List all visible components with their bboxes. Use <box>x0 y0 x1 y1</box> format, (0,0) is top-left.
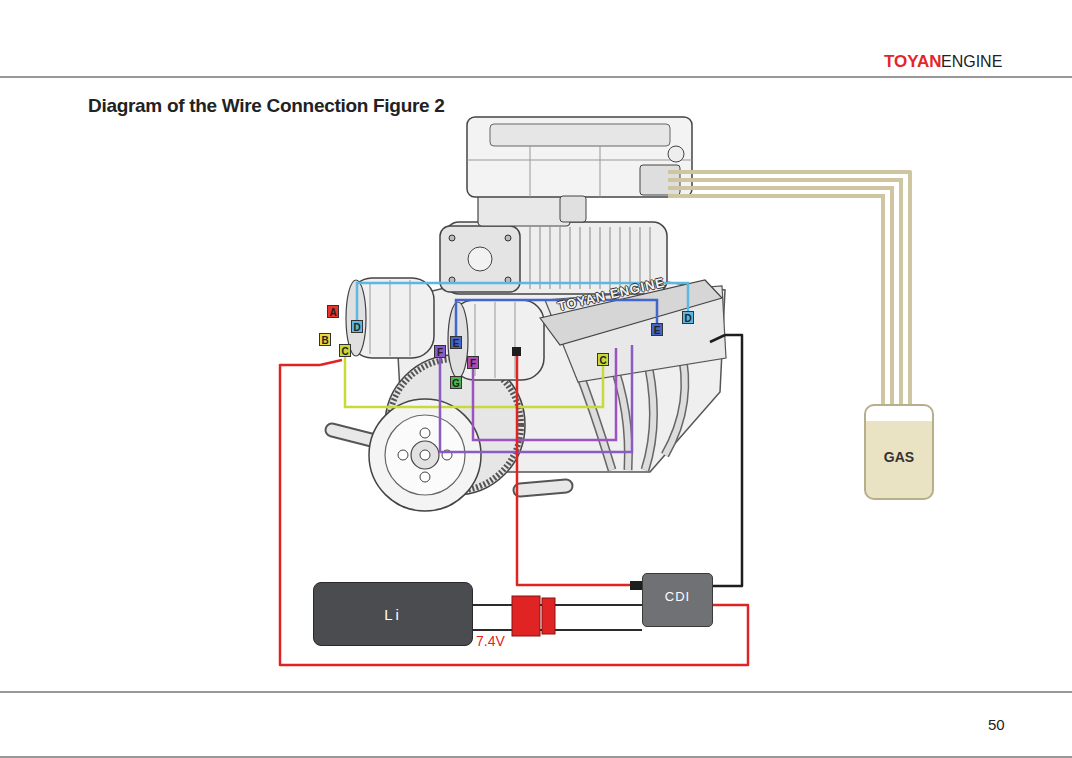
engine-illustration <box>332 117 726 511</box>
bolt <box>449 235 455 241</box>
connector-tag: C <box>339 344 351 357</box>
battery-wire <box>473 629 642 631</box>
supercharger-rib <box>530 227 531 289</box>
footer-rule <box>0 757 1072 758</box>
node-label: Li <box>384 606 402 623</box>
supercharger-rib <box>600 227 601 289</box>
pulley-face <box>385 415 465 495</box>
supercharger-rib <box>560 227 561 289</box>
plate-lettering: TOYAN ENGINE <box>556 275 666 314</box>
fuel-line <box>668 196 883 404</box>
brand-mark: TOYAN <box>884 52 942 72</box>
ground-wire <box>713 335 742 586</box>
exhaust-pipe <box>520 486 566 490</box>
head-fin <box>390 280 391 356</box>
supercharger-rib <box>590 227 591 289</box>
page-number: 50 <box>988 716 1005 733</box>
connector-tag: E <box>651 323 663 336</box>
power-wire <box>280 365 748 665</box>
pulley-hole <box>420 428 430 438</box>
head-cover <box>448 302 468 378</box>
intake-lid <box>490 124 670 146</box>
intake-line <box>530 146 531 197</box>
supercharger-rib <box>540 227 541 289</box>
signal-wire <box>440 345 632 452</box>
connector-tag: G <box>450 376 462 389</box>
supercharger-rib <box>570 227 571 289</box>
intake-line <box>467 160 692 161</box>
bolt <box>505 235 511 241</box>
pulley-bore <box>420 450 430 460</box>
wire-tails <box>320 172 901 630</box>
power-wire <box>517 560 642 585</box>
battery-connector <box>512 596 540 636</box>
air-intake <box>467 117 692 197</box>
connector-tag: B <box>319 333 331 346</box>
connector-tag: D <box>682 311 694 324</box>
fuel-line <box>668 180 901 404</box>
head-fin <box>370 282 371 354</box>
node-label: CDI <box>665 589 690 604</box>
intake-line <box>600 146 601 197</box>
cdi-unit: CDI <box>642 573 713 627</box>
head-fin <box>515 302 516 378</box>
engine-block: TOYAN ENGINE <box>320 115 725 560</box>
damper-pulley <box>369 399 481 511</box>
power-wire <box>516 356 519 560</box>
signal-wire <box>473 348 616 440</box>
pulley-hole <box>398 450 408 460</box>
fuel-line <box>668 170 725 174</box>
signal-wire <box>456 300 657 343</box>
node-label: GAS <box>884 449 914 465</box>
head-fin <box>495 302 496 378</box>
ground-wire <box>710 335 725 342</box>
fuel-tank: GAS <box>864 404 934 500</box>
supercharger-rib <box>580 227 581 289</box>
connector-tag: F <box>434 345 446 358</box>
cdi-plug <box>630 581 642 590</box>
voltage-label: 7.4V <box>476 633 505 649</box>
power-wire <box>320 360 342 365</box>
exhaust-pipe <box>520 486 566 490</box>
supercharger-rib <box>550 227 551 289</box>
connector-tag: F <box>467 356 479 369</box>
connector-tag: A <box>327 305 339 318</box>
linkage <box>560 196 586 222</box>
header-rule <box>0 77 1072 78</box>
connector-tag: D <box>351 320 363 333</box>
pulley <box>468 247 492 271</box>
fuel-line <box>668 188 892 404</box>
supercharger-rib <box>610 227 611 289</box>
linkage <box>668 146 684 162</box>
head-fin <box>410 280 411 356</box>
battery-wire <box>473 604 642 606</box>
battery-pack: Li <box>313 582 473 646</box>
pulley-hub <box>411 441 439 469</box>
supercharger-rib <box>620 227 621 289</box>
supercharger-rib <box>630 227 631 289</box>
brand-mark: ENGINE <box>941 53 1002 71</box>
fuel-line <box>725 172 910 404</box>
pulley-hole <box>420 472 430 482</box>
footer-rule <box>0 692 1072 693</box>
connector-tag: E <box>450 336 462 349</box>
battery-connector <box>542 598 555 634</box>
connector-tag: C <box>597 353 609 366</box>
plug-tip <box>512 347 521 356</box>
page-title: Diagram of the Wire Connection Figure 2 <box>88 95 445 117</box>
